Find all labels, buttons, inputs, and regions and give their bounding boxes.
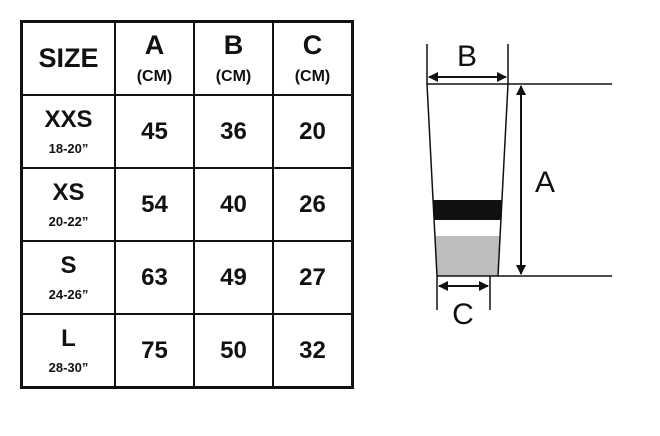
size-chart: SIZE A (CM) B (CM) C (CM) XXS 18-20” 45 …: [20, 20, 354, 389]
size-name: XS: [52, 178, 85, 206]
size-range: 24-26”: [48, 286, 89, 302]
table-row: XS 20-22” 54 40 26: [20, 167, 354, 242]
value-b-cell: 50: [193, 313, 274, 389]
value-b-cell: 36: [193, 94, 274, 169]
value-b-cell: 49: [193, 240, 274, 315]
label-b: B: [457, 40, 477, 73]
label-c: C: [452, 298, 474, 331]
value-c: 26: [299, 190, 326, 218]
size-header: SIZE: [38, 43, 99, 73]
column-letter: B: [223, 29, 244, 60]
size-cell: XS 20-22”: [20, 167, 116, 242]
label-a: A: [535, 166, 555, 199]
value-b: 49: [220, 263, 247, 291]
table-row: S 24-26” 63 49 27: [20, 240, 354, 315]
value-c: 20: [299, 117, 326, 145]
size-name: XXS: [44, 105, 93, 133]
value-c-cell: 20: [272, 94, 354, 169]
column-b-header: B (CM): [193, 20, 274, 96]
column-c-header: C (CM): [272, 20, 354, 96]
value-b: 40: [220, 190, 247, 218]
size-name: L: [61, 324, 76, 352]
size-header-cell: SIZE: [20, 20, 116, 96]
column-unit: (CM): [136, 67, 173, 85]
value-a-cell: 75: [114, 313, 195, 389]
value-a-cell: 45: [114, 94, 195, 169]
value-a: 54: [141, 190, 168, 218]
value-c: 32: [299, 336, 326, 364]
value-c-cell: 27: [272, 240, 354, 315]
value-c: 27: [299, 263, 326, 291]
column-unit: (CM): [294, 67, 331, 85]
value-b: 50: [220, 336, 247, 364]
value-a: 75: [141, 336, 168, 364]
value-c-cell: 26: [272, 167, 354, 242]
value-b-cell: 40: [193, 167, 274, 242]
value-a-cell: 63: [114, 240, 195, 315]
value-c-cell: 32: [272, 313, 354, 389]
size-cell: L 28-30”: [20, 313, 116, 389]
value-a: 63: [141, 263, 168, 291]
column-unit: (CM): [215, 67, 252, 85]
sleeve-grey-cuff: [427, 236, 508, 276]
table-row: XXS 18-20” 45 36 20: [20, 94, 354, 169]
sleeve-body: [427, 84, 508, 276]
sleeve-black-stripe: [427, 200, 508, 220]
size-cell: XXS 18-20”: [20, 94, 116, 169]
size-table: SIZE A (CM) B (CM) C (CM) XXS 18-20” 45 …: [20, 20, 354, 389]
table-header-row: SIZE A (CM) B (CM) C (CM): [20, 20, 354, 96]
column-letter: C: [302, 29, 323, 60]
value-a-cell: 54: [114, 167, 195, 242]
column-a-header: A (CM): [114, 20, 195, 96]
size-range: 20-22”: [48, 213, 89, 229]
table-row: L 28-30” 75 50 32: [20, 313, 354, 389]
column-letter: A: [144, 29, 165, 60]
size-range: 28-30”: [48, 359, 89, 375]
value-b: 36: [220, 117, 247, 145]
size-name: S: [60, 251, 77, 279]
size-range: 18-20”: [48, 140, 89, 156]
size-cell: S 24-26”: [20, 240, 116, 315]
value-a: 45: [141, 117, 168, 145]
